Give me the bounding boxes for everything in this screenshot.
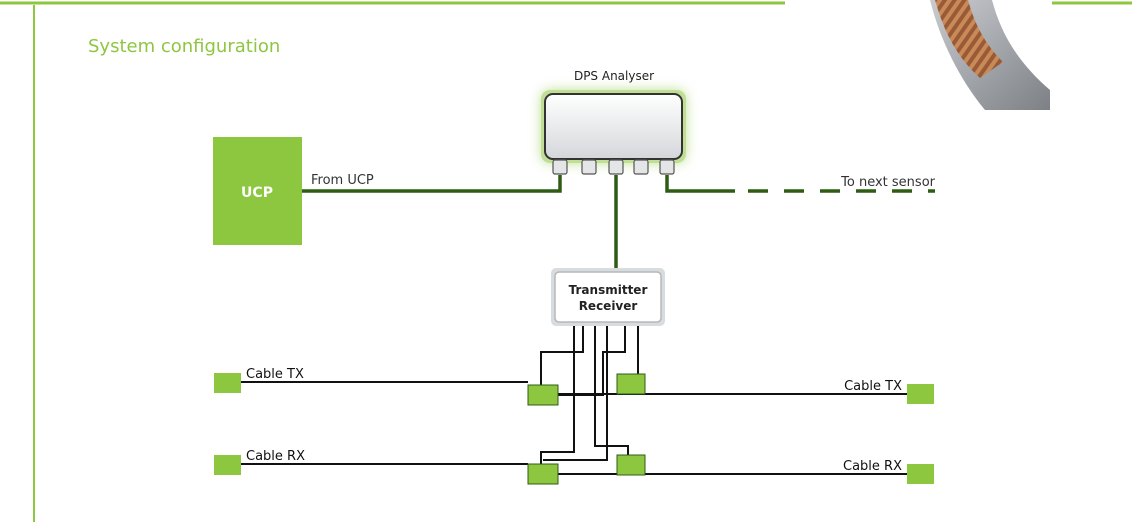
dps-analyser: DPS Analyser [541,69,686,175]
braided-cable-photo [810,0,1050,110]
page-title: System configuration [88,36,281,57]
couplers [527,373,646,485]
cable-rx-left-end [214,455,241,475]
ucp-box: UCP [213,137,302,245]
coupler-rx-2 [616,454,646,476]
cable-tx-left-end [214,373,241,393]
from-ucp-line: From UCP [302,173,562,193]
cable-tx-left-label: Cable TX [246,367,304,382]
coupler-rx-1 [527,463,559,485]
ucp-label: UCP [241,185,273,201]
coupler-tx-2 [616,373,646,395]
analyser-label: DPS Analyser [574,69,654,83]
transceiver-box: Transmitter Receiver [551,268,665,326]
cable-lines [241,381,907,475]
transceiver-line2: Receiver [579,299,638,313]
cable-terminals [214,373,934,484]
cable-tx-right-label: Cable TX [844,379,902,394]
next-sensor-line: To next sensor [665,175,936,193]
cable-rx-left-label: Cable RX [246,449,305,464]
cable-tx-right-end [907,384,934,404]
transceiver-line1: Transmitter [569,283,648,297]
coupler-tx-1 [527,384,559,406]
analyser-ports [552,159,675,175]
from-ucp-label: From UCP [311,173,374,188]
next-sensor-label: To next sensor [840,175,935,190]
cable-rx-right-end [907,464,934,484]
cable-rx-right-label: Cable RX [843,459,902,474]
